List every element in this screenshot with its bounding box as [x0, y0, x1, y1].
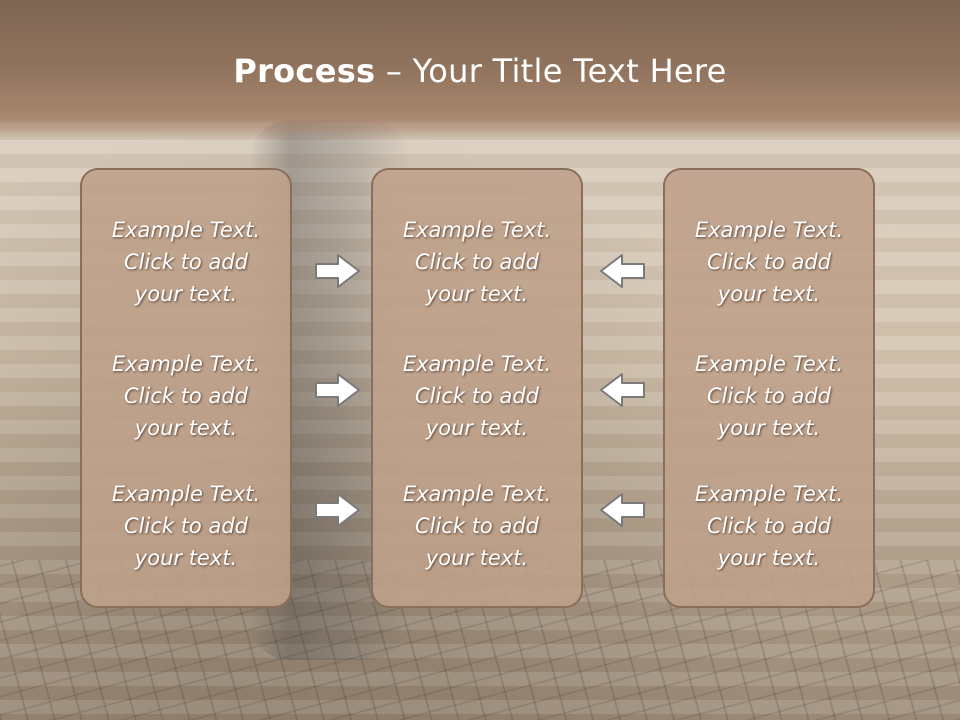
- arrow-left-icon: [600, 493, 645, 527]
- text-line: Click to add: [414, 250, 539, 274]
- text-line: your text.: [425, 416, 529, 440]
- panel-center[interactable]: Example Text. Click to add your text. Ex…: [371, 168, 583, 608]
- text-line: your text.: [425, 546, 529, 570]
- text-line: Example Text.: [694, 352, 844, 376]
- panel-right[interactable]: Example Text. Click to add your text. Ex…: [663, 168, 875, 608]
- text-line: Click to add: [706, 384, 831, 408]
- text-line: your text.: [134, 416, 238, 440]
- text-line: your text.: [717, 546, 821, 570]
- slide-title[interactable]: Process – Your Title Text Here: [0, 52, 960, 90]
- panel-text-block[interactable]: Example Text. Click to add your text.: [665, 348, 873, 444]
- panel-text-block[interactable]: Example Text. Click to add your text.: [373, 478, 581, 574]
- text-line: Click to add: [123, 250, 248, 274]
- panel-text-block[interactable]: Example Text. Click to add your text.: [82, 478, 290, 574]
- text-line: your text.: [134, 282, 238, 306]
- text-line: Example Text.: [694, 218, 844, 242]
- arrow-right-icon: [315, 493, 360, 527]
- panel-text-block[interactable]: Example Text. Click to add your text.: [665, 478, 873, 574]
- text-line: Click to add: [706, 514, 831, 538]
- text-line: Example Text.: [111, 352, 261, 376]
- panel-text-block[interactable]: Example Text. Click to add your text.: [665, 214, 873, 310]
- arrow-right-icon: [315, 373, 360, 407]
- text-line: Click to add: [123, 514, 248, 538]
- text-line: Example Text.: [111, 482, 261, 506]
- panel-left[interactable]: Example Text. Click to add your text. Ex…: [80, 168, 292, 608]
- text-line: your text.: [425, 282, 529, 306]
- text-line: your text.: [717, 282, 821, 306]
- panel-text-block[interactable]: Example Text. Click to add your text.: [373, 214, 581, 310]
- text-line: Click to add: [414, 514, 539, 538]
- text-line: Click to add: [123, 384, 248, 408]
- text-line: Example Text.: [694, 482, 844, 506]
- text-line: Example Text.: [402, 482, 552, 506]
- text-line: Click to add: [414, 384, 539, 408]
- arrow-left-icon: [600, 254, 645, 288]
- arrow-left-icon: [600, 373, 645, 407]
- text-line: your text.: [717, 416, 821, 440]
- text-line: Example Text.: [402, 352, 552, 376]
- panel-text-block[interactable]: Example Text. Click to add your text.: [82, 348, 290, 444]
- title-band: [0, 0, 960, 140]
- title-rest: – Your Title Text Here: [375, 52, 727, 90]
- arrow-right-icon: [315, 254, 360, 288]
- text-line: Click to add: [706, 250, 831, 274]
- text-line: Example Text.: [402, 218, 552, 242]
- panel-text-block[interactable]: Example Text. Click to add your text.: [373, 348, 581, 444]
- text-line: your text.: [134, 546, 238, 570]
- panel-text-block[interactable]: Example Text. Click to add your text.: [82, 214, 290, 310]
- text-line: Example Text.: [111, 218, 261, 242]
- title-bold: Process: [233, 52, 376, 90]
